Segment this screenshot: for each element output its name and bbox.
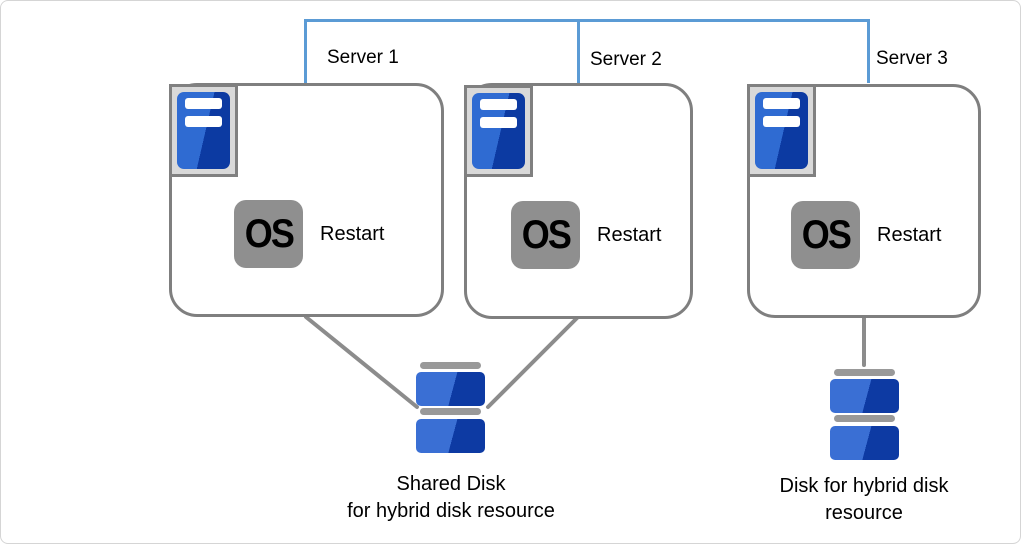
server-drive-slot <box>185 98 222 109</box>
server-drive-slot <box>480 99 517 110</box>
os-icon: OS <box>234 200 303 268</box>
os-icon-label: OS <box>244 211 294 256</box>
disk-platter <box>416 372 485 406</box>
shared-disk-icon <box>416 362 485 453</box>
shared-disk-caption-line1: Shared Disk <box>396 473 506 495</box>
os-icon-label: OS <box>801 212 851 257</box>
server-icon <box>747 84 816 177</box>
server3-label: Server 3 <box>876 48 948 69</box>
os-icon: OS <box>511 201 580 269</box>
server-drive-slot <box>185 116 222 127</box>
server2-label: Server 2 <box>590 49 662 70</box>
server2-disk-link-line <box>486 315 580 409</box>
disk-cap <box>420 362 481 369</box>
disk-platter <box>416 419 485 453</box>
server2-restart-label: Restart <box>597 224 662 246</box>
server-icon <box>464 85 533 177</box>
disk-cap <box>834 369 895 376</box>
hybrid-disk-icon <box>830 369 899 460</box>
server-icon <box>169 84 238 177</box>
shared-disk-caption: Shared Disk for hybrid disk resource <box>321 471 581 525</box>
interconnect-network-line <box>304 19 870 83</box>
server1-restart-label: Restart <box>320 223 385 245</box>
disk-cap <box>834 415 895 422</box>
disk-cap <box>420 408 481 415</box>
hybrid-disk-caption-line1: Disk for hybrid disk <box>779 475 949 497</box>
os-icon-label: OS <box>521 212 571 257</box>
server-drive-slot <box>480 117 517 128</box>
os-icon: OS <box>791 201 860 269</box>
disk-platter <box>830 426 899 460</box>
server-drive-slot <box>763 116 800 127</box>
hybrid-disk-caption-line2: resource <box>825 502 903 524</box>
server1-label: Server 1 <box>327 47 399 68</box>
hybrid-disk-caption: Disk for hybrid disk resource <box>744 473 984 527</box>
disk-platter <box>830 379 899 413</box>
server-drive-slot <box>763 98 800 109</box>
server3-restart-label: Restart <box>877 224 942 246</box>
shared-disk-caption-line2: for hybrid disk resource <box>347 500 555 522</box>
server1-disk-link-line <box>304 315 419 409</box>
